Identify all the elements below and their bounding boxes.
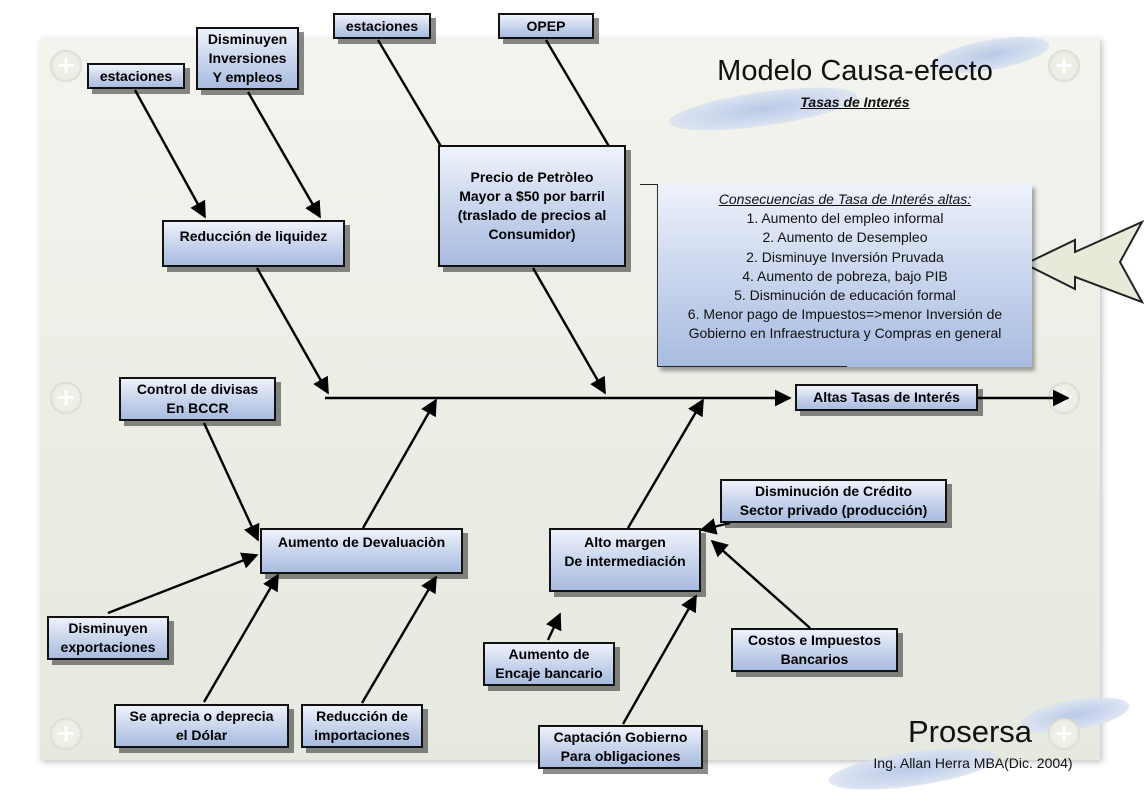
cause-reduccion-importaciones: Reducción de importaciones bbox=[301, 704, 423, 748]
cause-estaciones-left: estaciones bbox=[87, 63, 185, 89]
cause-reduccion-liquidez: Reducción de liquidez bbox=[162, 220, 345, 267]
arrow-control-divisas bbox=[202, 422, 260, 542]
arrow-costos-impuestos bbox=[710, 539, 811, 629]
cause-control-divisas: Control de divisas En BCCR bbox=[119, 377, 276, 421]
cause-captacion-gobierno: Captación Gobierno Para obligaciones bbox=[538, 725, 703, 769]
diagram-subtitle: Tasas de Interés bbox=[800, 94, 910, 110]
arrow-disminucion-credito bbox=[699, 518, 731, 535]
cause-disminucion-credito: Disminución de Crédito Sector privado (p… bbox=[720, 479, 947, 523]
cause-aumento-encaje: Aumento de Encaje bancario bbox=[483, 642, 615, 686]
cause-alto-margen: Alto margen De intermediación bbox=[549, 528, 701, 592]
arrow-captacion-gobierno bbox=[621, 594, 698, 725]
arrow-aumento-encaje bbox=[546, 612, 562, 641]
effect-altas-tasas: Altas Tasas de Interés bbox=[795, 384, 978, 411]
plus-corner-icon: + bbox=[1048, 50, 1080, 82]
arrow-reduccion-liquidez bbox=[255, 267, 330, 395]
cause-precio-petroleo: Precio de Petròleo Mayor a $50 por barri… bbox=[438, 145, 626, 267]
cause-disminuyen-inversiones: Disminuyen Inversiones Y empleos bbox=[196, 27, 299, 90]
consequence-item: 5. Disminución de educación formal bbox=[734, 287, 956, 304]
cause-aprecia-deprecia: Se aprecia o deprecia el Dólar bbox=[114, 704, 289, 748]
consequences-heading: Consecuencias de Tasa de Interés altas: bbox=[718, 191, 972, 207]
cause-disminuyen-exportaciones: Disminuyen exportaciones bbox=[47, 616, 169, 660]
cause-aumento-devaluacion: Aumento de Devaluaciòn bbox=[260, 528, 463, 574]
consequence-item: 4. Aumento de pobreza, bajo PIB bbox=[742, 267, 948, 284]
arrow-aumento-devaluacion bbox=[361, 398, 438, 529]
cause-costos-impuestos: Costos e Impuestos Bancarios bbox=[731, 628, 898, 672]
diagram-title: Modelo Causa-efecto bbox=[717, 55, 993, 87]
callout-arrow-icon bbox=[1022, 219, 1145, 304]
arrow-alto-margen bbox=[626, 398, 705, 529]
cause-estaciones-center: estaciones bbox=[333, 13, 431, 39]
arrow-aprecia-deprecia bbox=[202, 573, 280, 703]
author-credit: Ing. Allan Herra MBA(Dic. 2004) bbox=[873, 755, 1073, 771]
consequences-panel: Consecuencias de Tasa de Interés altas: … bbox=[657, 184, 1032, 367]
plus-corner-icon: + bbox=[50, 718, 82, 750]
cause-opep: OPEP bbox=[498, 13, 594, 39]
consequence-item: 1. Aumento del empleo informal bbox=[746, 210, 944, 227]
plus-corner-icon: + bbox=[50, 382, 82, 414]
consequences-bottom-rule bbox=[657, 366, 847, 367]
brand-name: Prosersa bbox=[907, 714, 1033, 749]
plus-corner-icon: + bbox=[50, 50, 82, 82]
arrow-disminuyen-exportaciones bbox=[107, 552, 259, 615]
consequence-item: 6. Menor pago de Impuestos=>menor Invers… bbox=[687, 306, 1003, 323]
arrow-precio-petroleo bbox=[531, 267, 607, 395]
arrow-estaciones-left bbox=[133, 89, 207, 219]
arrow-reduccion-importaciones bbox=[360, 575, 438, 704]
arrow-disminuyen-inversiones bbox=[246, 91, 322, 219]
plus-corner-icon: + bbox=[1048, 718, 1080, 750]
consequence-item: 2. Aumento de Desempleo bbox=[762, 229, 928, 246]
consequence-item: 2. Disminuye Inversión Pruvada bbox=[746, 248, 944, 265]
consequence-item: Gobierno en Infraestructura y Compras en… bbox=[688, 325, 1002, 342]
